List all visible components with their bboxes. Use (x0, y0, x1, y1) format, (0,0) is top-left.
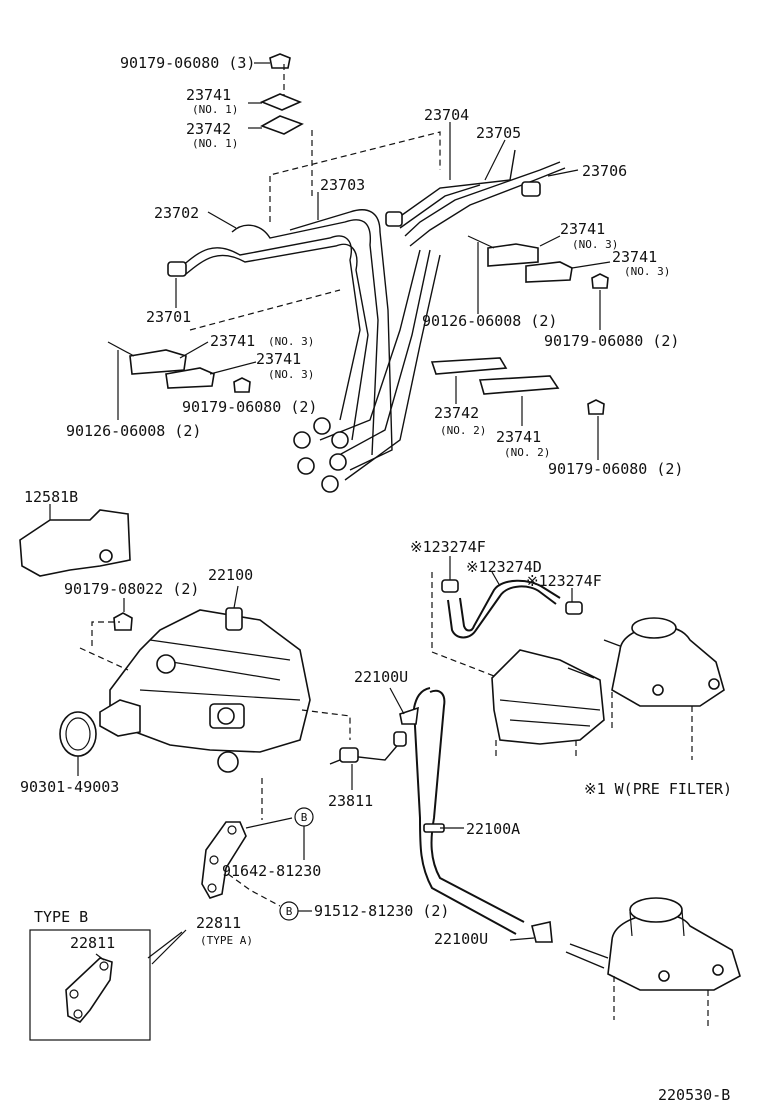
nozzle-nut-icon (321, 475, 339, 493)
bolt-icon (467, 235, 495, 249)
pipe-fitting-icon (385, 211, 403, 227)
label-23741-no3-b-sub: (NO. 3) (624, 265, 670, 278)
footer-code: 220530-B (658, 1086, 730, 1104)
label-123274d: ※123274D (466, 558, 542, 576)
nut-icon (587, 399, 605, 415)
hose-clip-icon (441, 579, 459, 593)
pipe-clamp-no3-icon (525, 261, 573, 283)
injection-pipes-assembly (107, 53, 611, 493)
label-91642-81230: 91642-81230 (222, 862, 321, 880)
label-23741-no3-a: 23741 (560, 220, 605, 238)
label-22100a: 22100A (466, 820, 520, 838)
label-23742-no2-sub: (NO. 2) (440, 424, 486, 437)
fuel-hose-22100a-icon (429, 689, 525, 923)
label-23741-no1: 23741 (186, 86, 231, 104)
nut-icon (591, 273, 609, 289)
label-23703: 23703 (320, 176, 365, 194)
pipe-clamp-no3-icon (487, 243, 539, 267)
label-123274f-b: ※123274F (526, 572, 602, 590)
pipe-clamp-no1-icon (259, 93, 303, 111)
label-90179-06080-2b: 90179-06080 (2) (182, 398, 317, 416)
label-23742-no1: 23742 (186, 120, 231, 138)
label-23741-no3-d-sub: (NO. 3) (268, 368, 314, 381)
label-23706: 23706 (582, 162, 627, 180)
nozzle-nut-icon (293, 431, 311, 449)
pre-filter-icon (491, 649, 605, 745)
label-123274f-a: ※123274F (410, 538, 486, 556)
label-23811: 23811 (328, 792, 373, 810)
label-23741-no3-c-sub: (NO. 3) (268, 335, 314, 348)
label-23741-no1-sub: (NO. 1) (192, 103, 238, 116)
filter-head-lower-icon (607, 913, 741, 991)
nut-icon (233, 377, 251, 393)
label-90179-06080-3: 90179-06080 (3) (120, 54, 255, 72)
label-22811-type-a: 22811 (196, 914, 241, 932)
pipe-clamp-no2-icon (430, 357, 508, 375)
filter-head-upper-icon (611, 625, 725, 707)
pump-bracket-type-a-icon (201, 821, 247, 899)
label-23701: 23701 (146, 308, 191, 326)
label-23704: 23704 (424, 106, 469, 124)
label-22100u-b: 22100U (434, 930, 488, 948)
label-90179-06080-2c: 90179-06080 (2) (548, 460, 683, 478)
fuel-hose-and-filter-assembly (389, 556, 741, 1030)
label-1w-prefilter: ※1 W(PRE FILTER) (584, 780, 732, 798)
type-b-inset (29, 929, 151, 1041)
hose-clamp-icon (531, 921, 553, 943)
label-22100u-a: 22100U (354, 668, 408, 686)
label-23741-no3-a-sub: (NO. 3) (572, 238, 618, 251)
pipe-fitting-icon (167, 261, 187, 277)
label-23741-no3-d: 23741 (256, 350, 301, 368)
hose-clip-icon (565, 601, 583, 615)
nozzle-nut-icon (331, 431, 349, 449)
pipe-clamp-no3-icon (165, 367, 215, 389)
pipe-clamp-no2-icon (478, 375, 560, 395)
type-b-box (29, 929, 151, 1041)
label-90126-06008-2b: 90126-06008 (2) (66, 422, 201, 440)
bolt-icon (107, 341, 135, 357)
pump-cover-icon (19, 509, 131, 577)
label-22100: 22100 (208, 566, 253, 584)
label-23742-no1-sub: (NO. 1) (192, 137, 238, 150)
label-90179-08022-2: 90179-08022 (2) (64, 580, 199, 598)
label-90179-06080-2a: 90179-06080 (2) (544, 332, 679, 350)
label-91512-81230-2: 91512-81230 (2) (314, 902, 449, 920)
label-22811-type-a-sub: (TYPE A) (200, 934, 253, 947)
label-90126-06008-2a: 90126-06008 (2) (422, 312, 557, 330)
label-23741-no3-c: 23741 (210, 332, 255, 350)
callout-b-letter: B (286, 905, 293, 918)
label-12581b: 12581B (24, 488, 78, 506)
label-23742-no2: 23742 (434, 404, 479, 422)
pipe-clamp-no1-lower-icon (260, 115, 304, 135)
type-b-title: TYPE B (34, 908, 88, 926)
nozzle-nut-icon (313, 417, 331, 435)
nut-icon (269, 53, 291, 69)
hose-clamp-icon (399, 706, 419, 725)
pipe-fitting-icon (521, 181, 541, 197)
label-23741-no2: 23741 (496, 428, 541, 446)
label-23705: 23705 (476, 124, 521, 142)
label-23741-no3-b: 23741 (612, 248, 657, 266)
fuel-hose-123274d-icon (447, 585, 557, 639)
callout-b-letter: B (301, 811, 308, 824)
nozzle-nut-icon (297, 457, 315, 475)
label-90301-49003: 90301-49003 (20, 778, 119, 796)
label-22811-type-b: 22811 (70, 934, 115, 952)
injection-pump-assembly: B B (19, 504, 407, 965)
nozzle-nut-icon (329, 453, 347, 471)
pipe-clamp-no3-icon (129, 349, 187, 375)
label-23741-no2-sub: (NO. 2) (504, 446, 550, 459)
part-number-labels: 90179-06080 (3) 23741 (NO. 1) 23742 (NO.… (20, 54, 732, 1104)
nut-icon (113, 612, 133, 631)
label-23702: 23702 (154, 204, 199, 222)
